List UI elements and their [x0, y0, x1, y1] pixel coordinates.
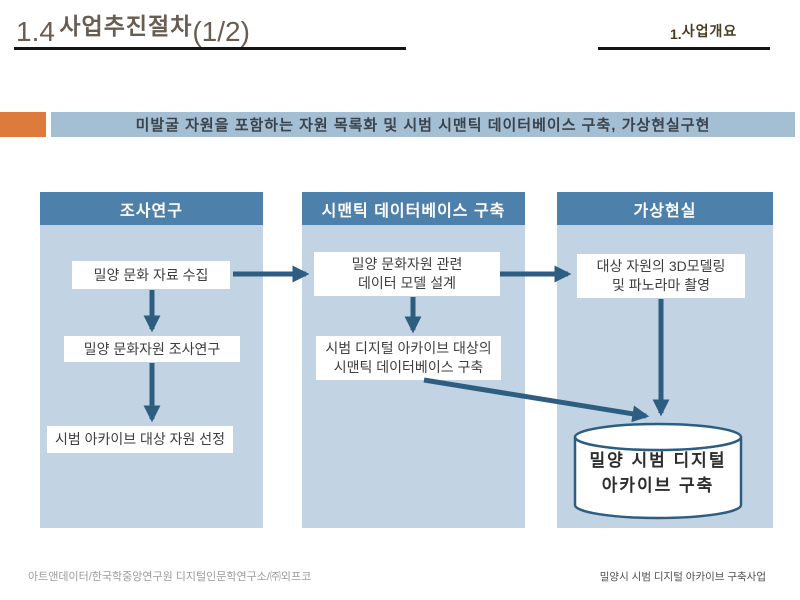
node-label: 밀양 문화 자료 수집 — [93, 266, 209, 283]
node-label: 밀양 문화자원 조사연구 — [83, 340, 221, 357]
database-label-line2: 아카이브 구축 — [601, 476, 715, 495]
node-3d-modeling: 대상 자원의 3D모델링 및 파노라마 촬영 — [577, 254, 745, 298]
banner-accent-block — [0, 112, 46, 137]
chapter-number: 1. — [670, 26, 682, 42]
page-title: 1.4 사업추진절차(1/2) — [16, 13, 250, 48]
node-data-model-design: 밀양 문화자원 관련 데이터 모델 설계 — [314, 252, 500, 296]
node-resource-selection: 시범 아카이브 대상 자원 선정 — [47, 426, 233, 453]
footer-project-name: 밀양시 시범 디지털 아카이브 구축사업 — [599, 571, 766, 583]
node-label: 시맨틱 데이터베이스 구축 — [333, 359, 484, 375]
node-label: 대상 자원의 3D모델링 — [596, 258, 726, 275]
section-number: 1.4 — [16, 16, 55, 47]
banner-title: 미발굴 자원을 포함하는 자원 목록화 및 시범 시맨틱 데이터베이스 구축, … — [51, 112, 795, 137]
column-virtual-reality-header: 가상현실 — [557, 192, 773, 225]
column-research-header: 조사연구 — [40, 192, 263, 225]
node-cultural-research: 밀양 문화자원 조사연구 — [64, 336, 240, 362]
title-text: 사업추진절차 — [59, 13, 193, 39]
database-label: 밀양 시범 디지털 아카이브 구축 — [570, 448, 746, 498]
chapter-title: 사업개요 — [681, 23, 738, 39]
node-label: 및 파노라마 촬영 — [612, 277, 710, 293]
footer-credit: 아트앤데이터/한국학중앙연구원 디지털인문학연구소/㈜외프코 — [28, 571, 312, 583]
chapter-underline — [598, 47, 770, 50]
title-underline — [14, 47, 406, 50]
node-data-collection: 밀양 문화 자료 수집 — [72, 261, 230, 289]
column-semantic-db-header: 시맨틱 데이터베이스 구축 — [302, 192, 525, 225]
database-label-line1: 밀양 시범 디지털 — [589, 451, 727, 470]
node-label: 밀양 문화자원 관련 — [351, 256, 463, 273]
node-label: 시범 디지털 아카이브 대상의 — [325, 340, 492, 357]
chapter-label: 1.사업개요 — [670, 23, 738, 44]
node-semantic-db-build: 시범 디지털 아카이브 대상의 시맨틱 데이터베이스 구축 — [316, 336, 501, 380]
database-cylinder-icon — [573, 422, 743, 520]
page-indicator: (1/2) — [192, 16, 250, 47]
node-label: 데이터 모델 설계 — [358, 275, 456, 291]
node-label: 시범 아카이브 대상 자원 선정 — [54, 431, 226, 448]
